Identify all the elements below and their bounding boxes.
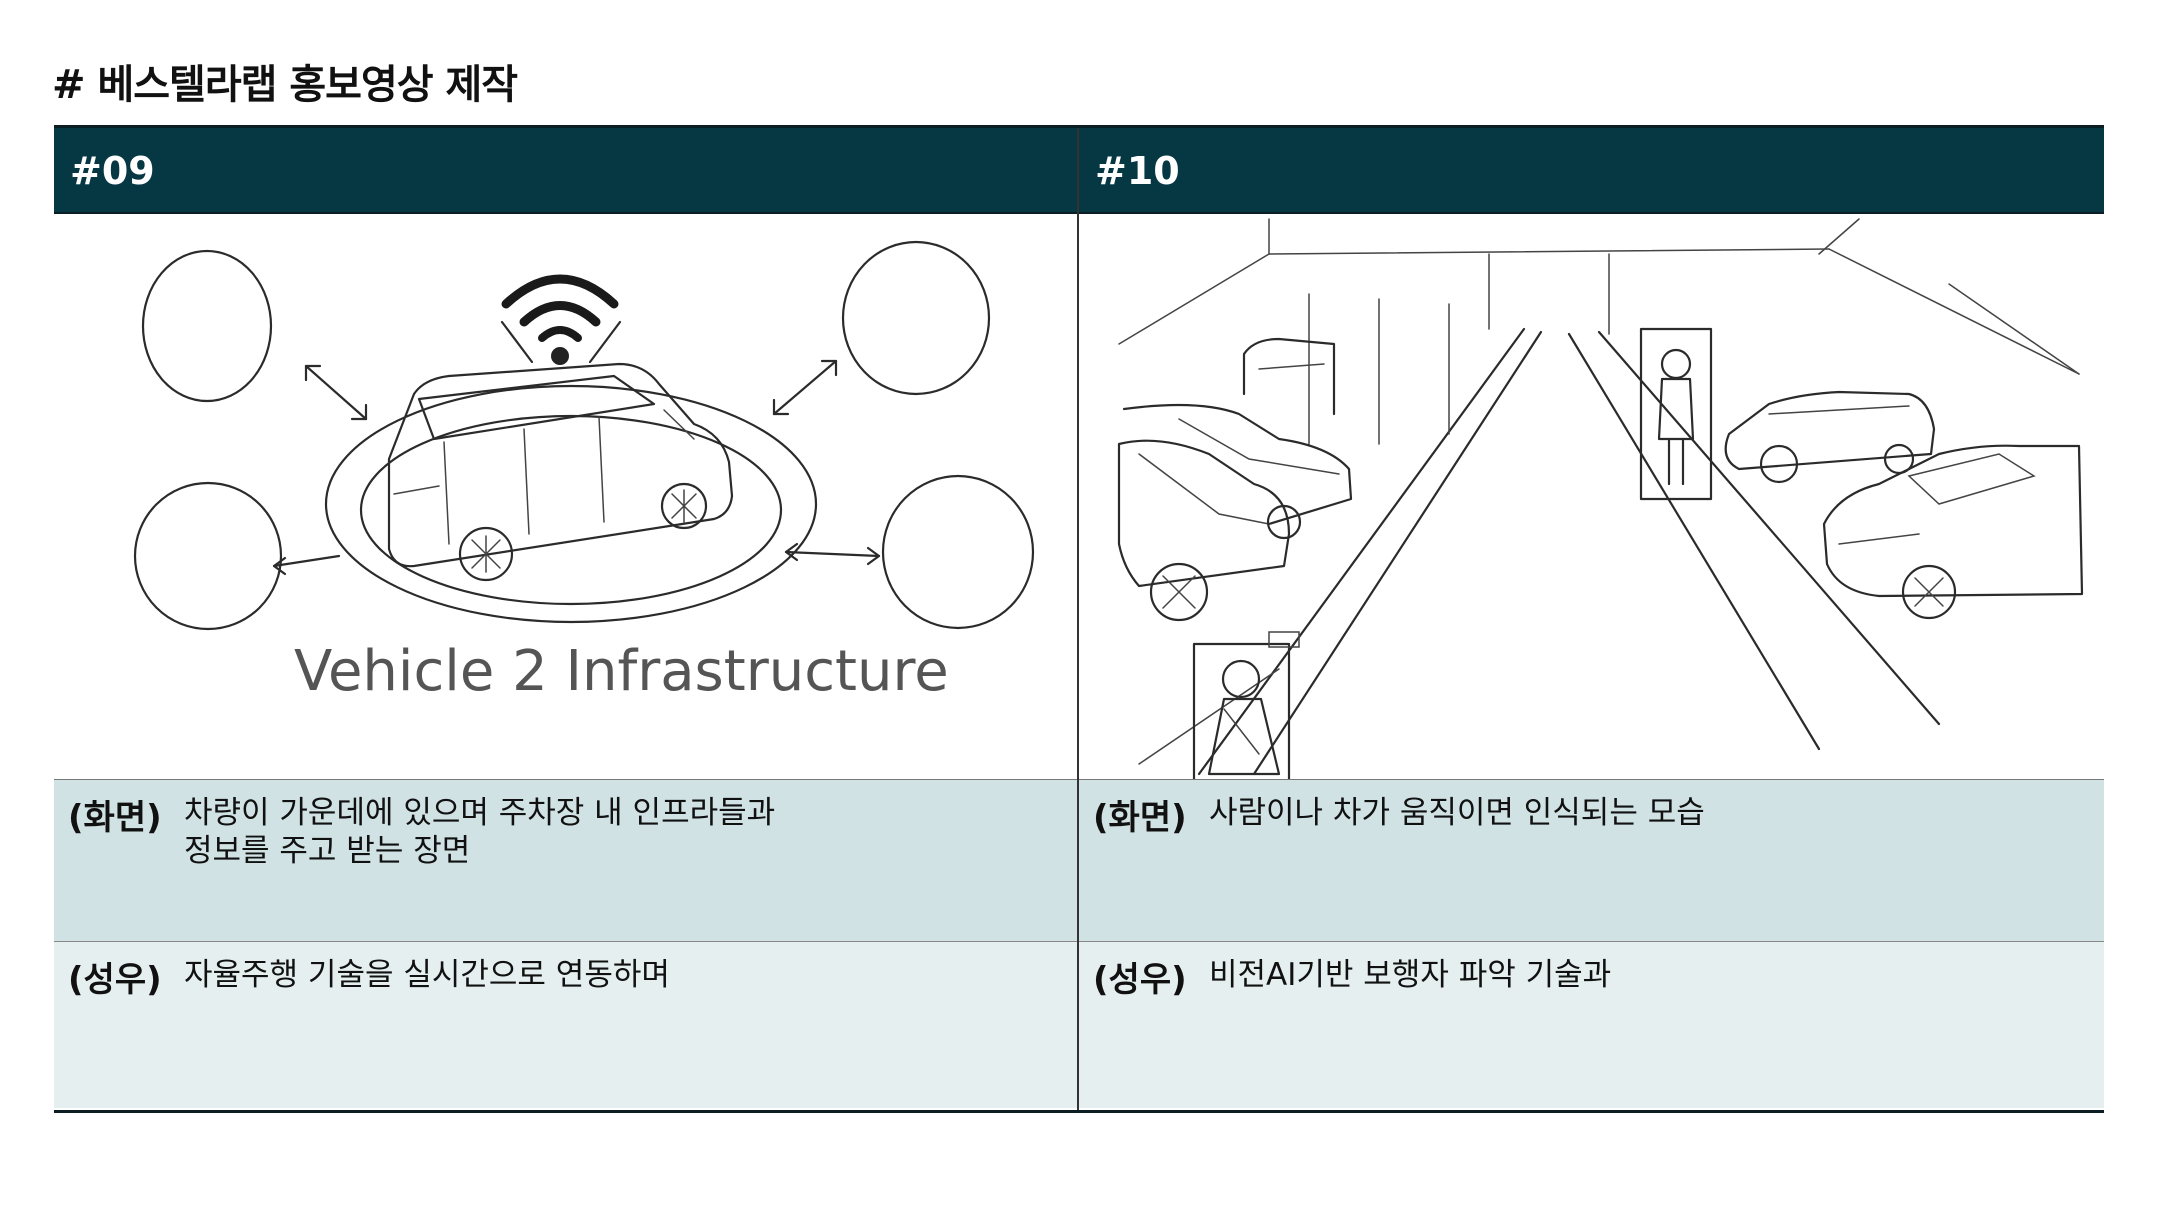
scene-10-number: #10 [1079, 128, 2104, 214]
voice-description: 자율주행 기술을 실시간으로 연동하며 [184, 942, 1077, 1108]
car-sketch [387, 362, 734, 582]
screen-line: 정보를 주고 받는 장면 [184, 833, 471, 869]
platform-outer-ring [324, 384, 818, 624]
car-sketch-right-back [1724, 390, 1936, 484]
scene-09-voice-row: (성우) 자율주행 기술을 실시간으로 연동하며 [54, 942, 1077, 1108]
voice-label: (성우) [68, 960, 162, 1000]
scene-09-screen-row: (화면) 차량이 가운데에 있으며 주차장 내 인프라들과 정보를 주고 받는 … [54, 780, 1077, 942]
voice-label: (성우) [1093, 960, 1187, 1000]
scene-09-sketch: Vehicle 2 Infrastructure [54, 214, 1077, 780]
car-sketch-right-front [1822, 444, 2084, 620]
car-sketch-left-front [1117, 439, 1291, 622]
screen-line: 사람이나 차가 움직이면 인식되는 모습 [1209, 795, 1705, 831]
ceiling-lines [1118, 218, 2080, 375]
storyboard-table: #09 [54, 125, 2104, 1113]
scene-10-screen-row: (화면) 사람이나 차가 움직이면 인식되는 모습 [1079, 780, 2104, 942]
arrow-bottom-right [784, 542, 881, 566]
v2i-caption: Vehicle 2 Infrastructure [294, 639, 949, 704]
wifi-icon [500, 274, 622, 365]
car-sketch-left-back [1242, 337, 1336, 416]
screen-line: 차량이 가운데에 있으며 주차장 내 인프라들과 [184, 795, 776, 831]
arrow-top-right [772, 359, 838, 416]
infrastructure-node-top-right [841, 240, 991, 396]
page-title: # 베스텔라랩 홍보영상 제작 [52, 62, 518, 108]
infrastructure-node-top-left [141, 249, 273, 403]
scene-10-voice-row: (성우) 비전AI기반 보행자 파악 기술과 [1079, 942, 2104, 1108]
person-sketch-near [1192, 631, 1300, 779]
screen-description: 사람이나 차가 움직이면 인식되는 모습 [1209, 780, 2104, 941]
platform-inner-ring [359, 414, 783, 606]
voice-description: 비전AI기반 보행자 파악 기술과 [1209, 942, 2104, 1108]
screen-label: (화면) [68, 798, 162, 838]
arrow-bottom-left [272, 554, 341, 576]
scene-09-number: #09 [54, 128, 1077, 214]
scene-10-sketch [1079, 214, 2104, 780]
infrastructure-node-bottom-left [133, 481, 283, 631]
arrow-top-left [304, 364, 368, 421]
scene-09-column: #09 [54, 128, 1079, 1110]
screen-description: 차량이 가운데에 있으며 주차장 내 인프라들과 정보를 주고 받는 장면 [184, 780, 1077, 941]
car-sketch-left-middle [1122, 403, 1353, 540]
v2i-sketch-illustration: Vehicle 2 Infrastructure [133, 240, 1035, 704]
voice-line: 비전AI기반 보행자 파악 기술과 [1209, 957, 1612, 993]
lane-lines [1138, 327, 1941, 776]
infrastructure-node-bottom-right [881, 474, 1035, 630]
voice-line: 자율주행 기술을 실시간으로 연동하며 [184, 957, 670, 993]
scene-10-column: #10 [1079, 128, 2104, 1110]
person-sketch-far [1639, 327, 1713, 501]
screen-label: (화면) [1093, 798, 1187, 838]
parking-lot-sketch-illustration [1117, 218, 2084, 779]
